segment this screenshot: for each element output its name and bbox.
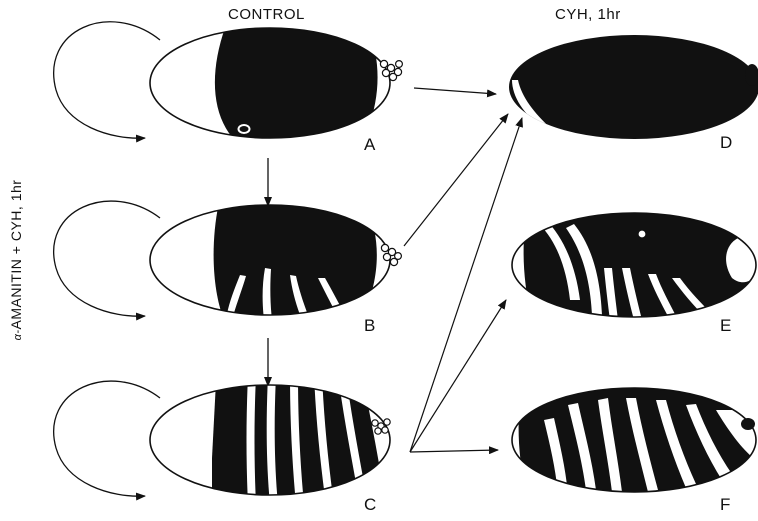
embryo-b [150,198,401,320]
loop-arrow-c [54,381,160,496]
embryo-c [140,375,400,505]
arrow-c-to-f [410,450,498,452]
nucleus-marker [239,125,250,133]
embryo-d [509,35,758,139]
arrow-c-to-e [410,300,506,452]
embryo-f [500,380,758,510]
nucleus-marker [638,230,646,238]
embryo-e [500,200,758,340]
loop-arrow-a [54,22,160,138]
embryo-a [150,20,402,145]
arrow-b-to-d [404,114,508,246]
arrow-a-to-d [414,88,496,94]
loop-arrow-b [54,201,160,316]
